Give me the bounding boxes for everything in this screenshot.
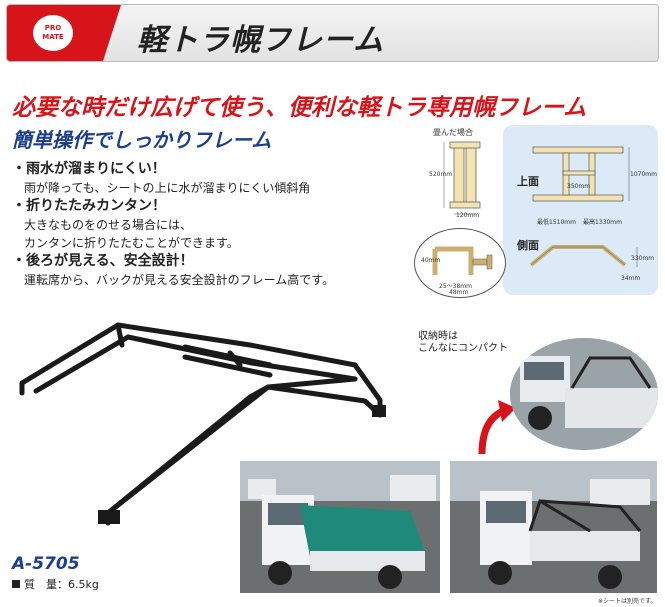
promate-logo: PRO MATE bbox=[33, 15, 73, 51]
curved-arrow-icon bbox=[478, 400, 516, 455]
truck-frame-drawing bbox=[450, 461, 657, 593]
stored-line1: 収納時は bbox=[418, 331, 458, 342]
subheadline: 簡単操作でしっかりフレーム bbox=[12, 128, 272, 152]
bullet-square-icon bbox=[12, 580, 20, 588]
clamp-height: 40mm bbox=[421, 257, 441, 264]
top-view-label: 上面 bbox=[517, 175, 539, 188]
truck-with-sheet-photo bbox=[240, 461, 440, 593]
folded-width: 120mm bbox=[456, 212, 480, 219]
top-inner-width: 350mm bbox=[567, 183, 591, 190]
top-width-max: 最高1330mm bbox=[583, 219, 622, 226]
feature-item: ・折りたたみカンタン！ 大きなものをのせる場合には、 カンタンに折りたたむことが… bbox=[12, 197, 402, 252]
sheet-note: ※シートは別売です。 bbox=[598, 598, 657, 605]
feature-title: ・後ろが見える、安全設計！ bbox=[12, 253, 194, 269]
dimension-diagram: 上面 350mm 1070mm 最低1510mm 最高1330mm 側面 330… bbox=[503, 125, 658, 295]
side-view-label: 側面 bbox=[517, 239, 539, 252]
top-height: 1070mm bbox=[630, 171, 657, 178]
model-number: A-5705 bbox=[12, 554, 80, 574]
feature-title: ・雨水が溜まりにくい！ bbox=[12, 161, 166, 177]
clamp-drawing bbox=[432, 246, 493, 275]
weight-text: 質 量：6.5kg bbox=[24, 578, 99, 591]
feature-desc: 雨が降っても、シートの上に水が溜まりにくい傾斜角 bbox=[24, 181, 311, 195]
stored-truck-photo bbox=[510, 338, 658, 450]
feature-list: ・雨水が溜まりにくい！ 雨が降っても、シートの上に水が溜まりにくい傾斜角 ・折り… bbox=[12, 160, 402, 289]
feature-desc: カンタンに折りたたむことができます。 bbox=[24, 236, 239, 250]
clamp-detail: 40mm 25〜38mm 48mm bbox=[414, 228, 506, 298]
page-title: 軽トラ幌フレーム bbox=[137, 23, 385, 58]
header-red-block bbox=[7, 5, 121, 61]
side-height: 330mm bbox=[631, 255, 655, 262]
header-bar: PRO MATE 軽トラ幌フレーム bbox=[6, 4, 659, 62]
feature-item: ・雨水が溜まりにくい！ 雨が降っても、シートの上に水が溜まりにくい傾斜角 bbox=[12, 160, 402, 197]
weight-spec: 質 量：6.5kg bbox=[12, 576, 99, 592]
logo-line2: MATE bbox=[42, 33, 64, 41]
frame-product-image bbox=[19, 322, 386, 526]
clamp-width: 48mm bbox=[449, 289, 469, 296]
folded-frame-drawing bbox=[443, 141, 481, 215]
clamp-range: 25〜38mm bbox=[439, 283, 472, 290]
feature-title: ・折りたたみカンタン！ bbox=[12, 198, 166, 214]
folded-height: 520mm bbox=[429, 171, 453, 178]
folded-label: 畳んだ場合 bbox=[433, 128, 473, 137]
feature-item: ・後ろが見える、安全設計！ 運転席から、バックが見える安全設計のフレーム高です。 bbox=[12, 252, 402, 289]
truck-sheet-drawing bbox=[240, 461, 440, 593]
truck-photo-drawing bbox=[510, 338, 658, 450]
side-small-dim: 34mm bbox=[621, 275, 641, 282]
feature-desc: 大きなものをのせる場合には、 bbox=[24, 218, 193, 232]
truck-with-frame-photo bbox=[450, 461, 657, 593]
stored-caption: 収納時は こんなにコンパクト bbox=[418, 331, 508, 355]
stored-line2: こんなにコンパクト bbox=[418, 343, 508, 354]
logo-line1: PRO bbox=[44, 24, 62, 32]
top-width-min: 最低1510mm bbox=[537, 219, 576, 226]
frame-dimension-drawing bbox=[529, 146, 638, 267]
feature-desc: 運転席から、バックが見える安全設計のフレーム高です。 bbox=[24, 273, 335, 287]
headline: 必要な時だけ広げて使う、便利な軽トラ専用幌フレーム bbox=[12, 95, 587, 121]
